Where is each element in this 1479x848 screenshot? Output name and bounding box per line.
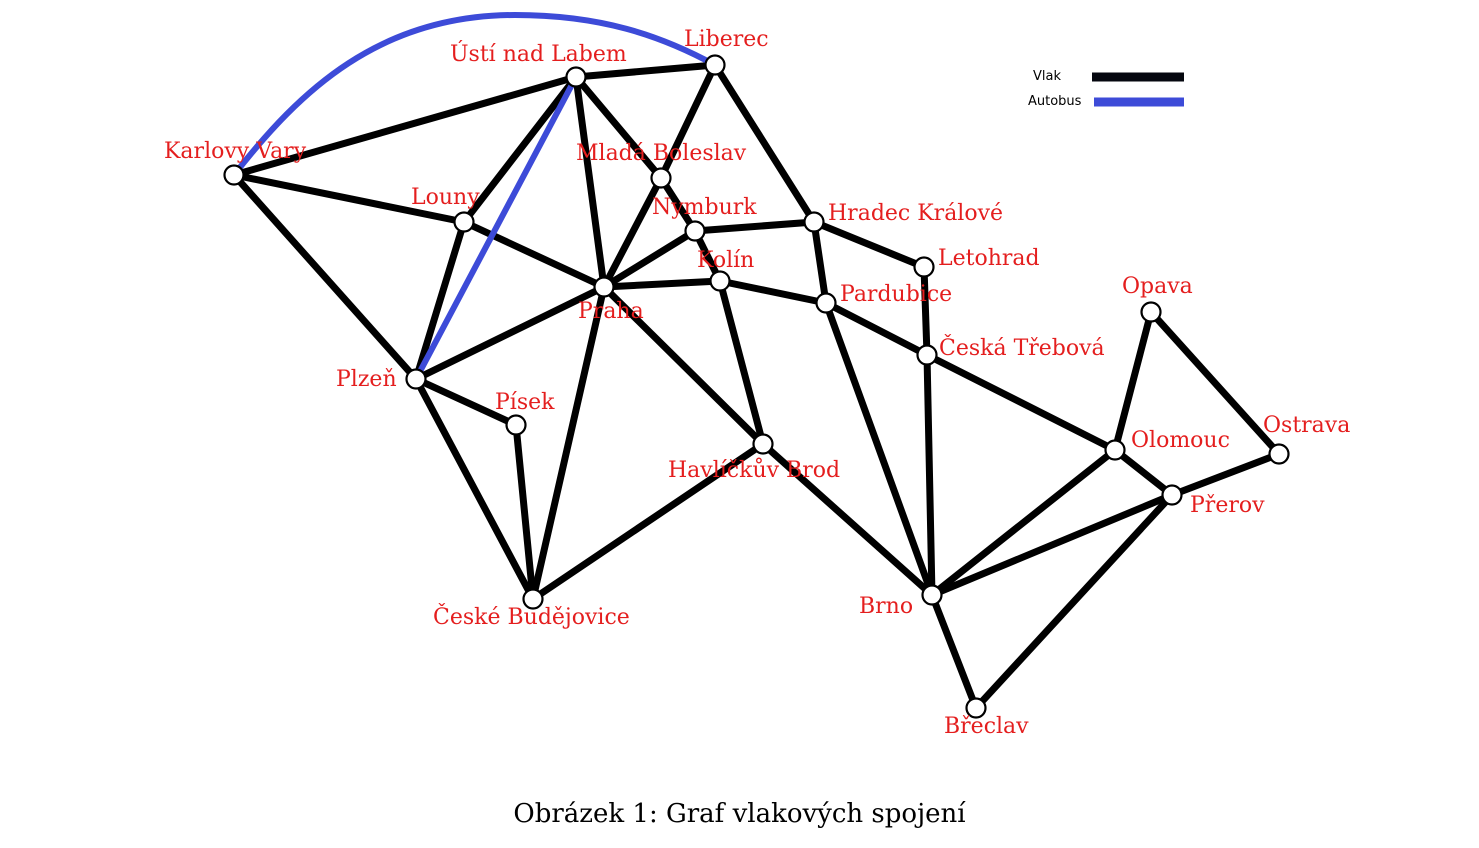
city-node-kolin	[709, 270, 731, 292]
city-label-brno: Brno	[859, 594, 913, 619]
edges-layer	[230, 11, 1283, 712]
rail-edge-kolin-havlickuv_brod	[716, 277, 767, 448]
city-node-mlada_boleslav	[650, 167, 672, 189]
rail-edge-pisek-ceske_budejovice	[512, 421, 537, 603]
city-node-letohrad	[913, 256, 935, 278]
city-label-ceska_trebova: Česká Třebová	[939, 334, 1105, 361]
rail-edge-plzen-ceske_budejovice	[412, 375, 537, 603]
rail-edge-nymburk-praha	[600, 227, 699, 291]
rail-edge-mlada_boleslav-praha	[600, 174, 665, 291]
rail-edge-usti-louny	[460, 73, 580, 226]
city-node-havlickuv_brod	[752, 433, 774, 455]
city-node-pardubice	[815, 292, 837, 314]
rail-edge-hradec-letohrad	[810, 218, 928, 271]
rail-edge-kolin-pardubice	[716, 277, 830, 307]
city-node-liberec	[704, 54, 726, 76]
city-node-plzen	[405, 368, 427, 390]
rail-edge-prerov-breclav	[972, 491, 1176, 712]
city-node-brno	[921, 584, 943, 606]
rail-edge-usti-mlada_boleslav	[572, 73, 665, 182]
city-node-pisek	[505, 414, 527, 436]
figure-caption: Obrázek 1: Graf vlakových spojení	[513, 799, 966, 829]
city-node-ceske_budejovice	[522, 588, 544, 610]
rail-edge-opava-ostrava	[1147, 308, 1283, 458]
city-label-usti: Ústí nad Labem	[450, 40, 627, 67]
rail-edge-prerov-brno	[928, 491, 1176, 599]
city-node-louny	[453, 211, 475, 233]
city-label-plzen: Plzeň	[336, 367, 397, 392]
city-node-opava	[1140, 301, 1162, 323]
rail-edge-praha-plzen	[412, 283, 608, 383]
city-node-olomouc	[1104, 439, 1126, 461]
rail-edge-karlovy_vary-usti	[230, 73, 580, 179]
rail-edge-plzen-pisek	[412, 375, 520, 429]
legend-label-autobus: Autobus	[1028, 94, 1082, 109]
city-node-prerov	[1161, 484, 1183, 506]
rail-edge-usti-liberec	[572, 61, 719, 81]
city-node-nymburk	[684, 220, 706, 242]
rail-edge-praha-ceske_budejovice	[529, 283, 608, 603]
rail-edge-pardubice-brno	[822, 299, 936, 599]
city-label-liberec: Liberec	[684, 27, 769, 52]
city-label-pisek: Písek	[495, 390, 555, 415]
rail-edge-ostrava-prerov	[1168, 450, 1283, 499]
rail-edge-ceska_trebova-brno	[923, 351, 936, 599]
rail-edge-ceska_trebova-olomouc	[923, 351, 1119, 454]
city-node-karlovy_vary	[223, 164, 245, 186]
city-node-ostrava	[1268, 443, 1290, 465]
city-label-praha: Praha	[578, 299, 644, 324]
bus-edge-usti-plzen	[413, 74, 579, 382]
nodes-layer	[223, 54, 1290, 719]
city-node-breclav	[965, 697, 987, 719]
city-node-ceska_trebova	[916, 344, 938, 366]
rail-edge-havlickuv_brod-brno	[759, 440, 936, 599]
city-label-pardubice: Pardubice	[840, 282, 952, 307]
rail-edge-havlickuv_brod-ceske_budejovice	[529, 440, 767, 603]
legend: Vlak Autobus	[1028, 69, 1184, 109]
city-label-hradec: Hradec Králové	[828, 201, 1003, 226]
rail-edge-louny-plzen	[412, 218, 468, 383]
rail-edge-karlovy_vary-plzen	[230, 171, 420, 383]
city-label-olomouc: Olomouc	[1131, 428, 1230, 453]
rail-edge-olomouc-prerov	[1111, 446, 1176, 499]
rail-edge-liberec-mlada_boleslav	[657, 61, 719, 182]
city-label-opava: Opava	[1122, 274, 1193, 299]
city-label-mlada_boleslav: Mladá Boleslav	[576, 141, 747, 166]
legend-label-vlak: Vlak	[1033, 69, 1061, 84]
rail-edge-olomouc-brno	[928, 446, 1119, 599]
rail-edge-praha-kolin	[600, 277, 724, 291]
rail-edge-usti-praha	[572, 73, 608, 291]
rail-edge-brno-breclav	[928, 591, 980, 712]
rail-edge-liberec-hradec	[711, 61, 818, 226]
city-label-ostrava: Ostrava	[1263, 413, 1350, 438]
city-node-praha	[593, 276, 615, 298]
city-label-nymburk: Nymburk	[652, 195, 757, 220]
city-label-havlickuv_brod: Havlíčkův Brod	[668, 456, 840, 483]
rail-edge-praha-havlickuv_brod	[600, 283, 767, 448]
city-label-kolin: Kolín	[697, 248, 754, 273]
rail-edge-karlovy_vary-louny	[230, 171, 468, 226]
rail-edge-hradec-pardubice	[810, 218, 830, 307]
rail-edge-opava-olomouc	[1111, 308, 1155, 454]
city-label-karlovy_vary: Karlovy Vary	[164, 139, 307, 164]
city-label-ceske_budejovice: České Budějovice	[433, 603, 630, 630]
city-label-prerov: Přerov	[1190, 493, 1265, 518]
city-node-hradec	[803, 211, 825, 233]
rail-edge-nymburk-hradec	[691, 218, 818, 235]
city-label-letohrad: Letohrad	[938, 246, 1040, 271]
rail-edge-pardubice-ceska_trebova	[822, 299, 931, 359]
rail-edge-letohrad-ceska_trebova	[920, 263, 931, 359]
bus-edge-karlovy_vary-liberec	[231, 11, 718, 178]
city-label-louny: Louny	[411, 185, 480, 210]
rail-edge-louny-praha	[460, 218, 608, 291]
city-node-usti	[565, 66, 587, 88]
city-label-breclav: Břeclav	[944, 714, 1029, 739]
